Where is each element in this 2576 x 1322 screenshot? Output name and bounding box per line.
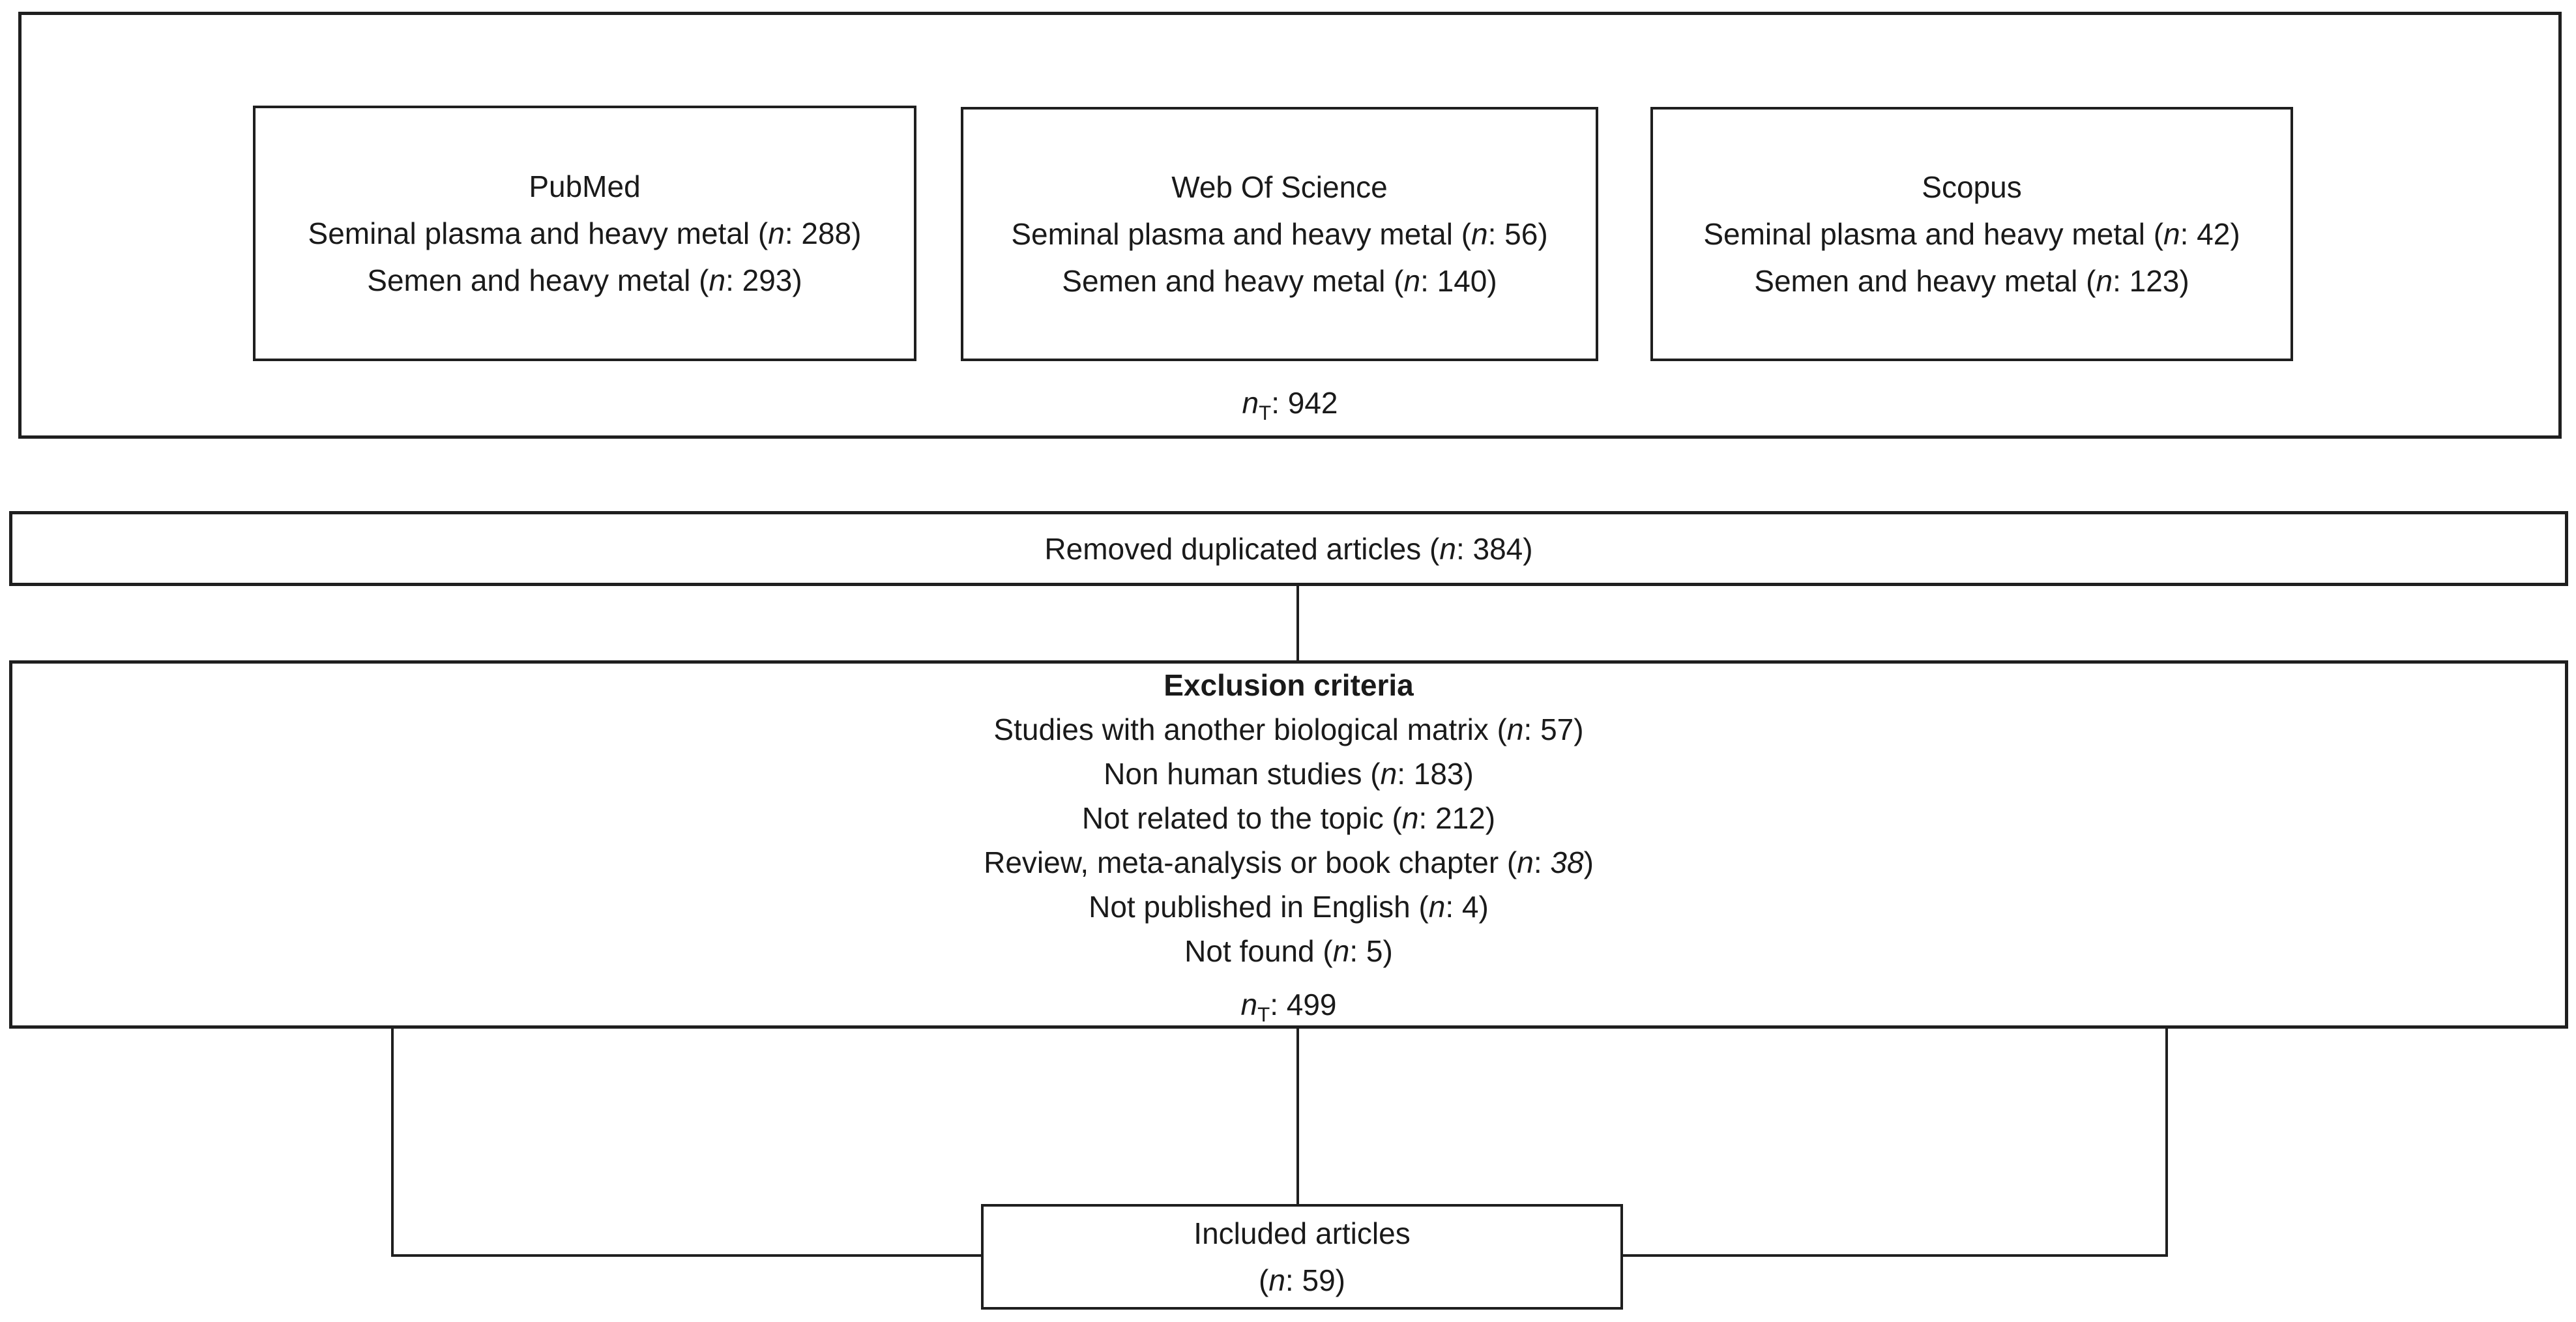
search-total: nT: 942 bbox=[1242, 386, 1338, 425]
source-title: PubMed bbox=[529, 169, 641, 203]
exclusion-total: nT: 499 bbox=[1240, 987, 1337, 1026]
duplicates-removed-line: Removed duplicated articles (n: 384) bbox=[1044, 531, 1533, 566]
source-box-scopus: Scopus Seminal plasma and heavy metal (n… bbox=[1650, 107, 2293, 361]
exclusion-item: Not published in English (n: 4) bbox=[1089, 889, 1489, 924]
search-result-line: Semen and heavy metal (n: 140) bbox=[1062, 264, 1497, 298]
search-result-line: Seminal plasma and heavy metal (n: 288) bbox=[308, 216, 862, 250]
search-result-line: Semen and heavy metal (n: 123) bbox=[1754, 264, 2189, 298]
connector-left-vertical bbox=[391, 1029, 394, 1257]
source-title: Web Of Science bbox=[1171, 170, 1388, 204]
duplicates-removed-box: Removed duplicated articles (n: 384) bbox=[9, 511, 2568, 586]
connector-right-vertical bbox=[2165, 1029, 2168, 1257]
included-articles-box: Included articles (n: 59) bbox=[981, 1204, 1623, 1310]
exclusion-criteria-box: Exclusion criteria Studies with another … bbox=[9, 660, 2568, 1029]
source-box-pubmed: PubMed Seminal plasma and heavy metal (n… bbox=[253, 106, 916, 361]
source-title: Scopus bbox=[1922, 170, 2022, 204]
exclusion-item: Not related to the topic (n: 212) bbox=[1081, 801, 1496, 835]
included-articles-count: (n: 59) bbox=[1259, 1263, 1345, 1297]
search-result-line: Seminal plasma and heavy metal (n: 42) bbox=[1703, 217, 2240, 251]
exclusion-heading: Exclusion criteria bbox=[1164, 668, 1414, 702]
exclusion-item: Non human studies (n: 183) bbox=[1104, 756, 1474, 791]
source-box-web-of-science: Web Of Science Seminal plasma and heavy … bbox=[961, 107, 1598, 361]
search-result-line: Seminal plasma and heavy metal (n: 56) bbox=[1011, 217, 1548, 251]
exclusion-item: Review, meta-analysis or book chapter (n… bbox=[984, 845, 1594, 879]
exclusion-item: Not found (n: 5) bbox=[1184, 933, 1393, 968]
connector-center-vertical bbox=[1296, 1029, 1299, 1204]
connector-left-horizontal bbox=[391, 1254, 981, 1257]
search-result-line: Semen and heavy metal (n: 293) bbox=[367, 263, 802, 297]
connector-right-horizontal bbox=[1622, 1254, 2168, 1257]
exclusion-item: Studies with another biological matrix (… bbox=[993, 712, 1584, 746]
connector-removed-to-exclusion bbox=[1296, 586, 1299, 660]
included-articles-title: Included articles bbox=[1193, 1216, 1411, 1250]
